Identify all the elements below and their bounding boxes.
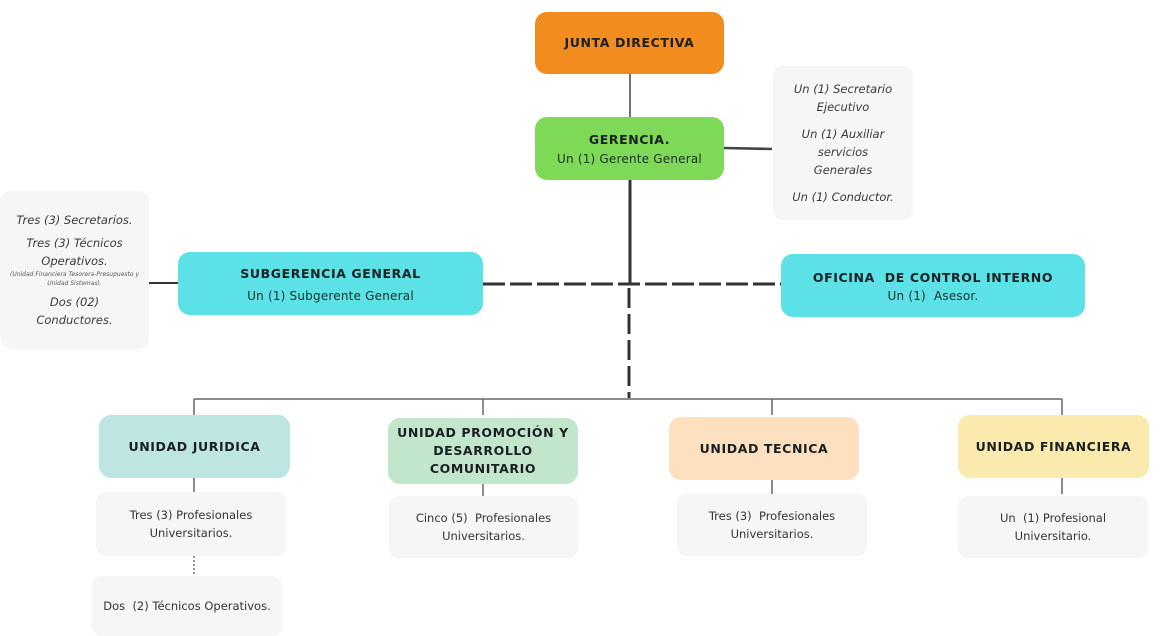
unidad-promocion-staff: Cinco (5) Profesionales Universitarios. (389, 496, 578, 558)
unidad-juridica-box[interactable]: UNIDAD JURIDICA (99, 415, 290, 478)
junta-directiva-title: JUNTA DIRECTIVA (564, 35, 695, 50)
gerencia-title: GERENCIA. (588, 132, 671, 147)
control-interno-box[interactable]: OFICINA DE CONTROL INTERNO Un (1) Asesor… (781, 254, 1085, 317)
unidad-financiera-title: UNIDAD FINANCIERA (975, 438, 1132, 454)
unidad-tecnica-title: UNIDAD TECNICA (699, 440, 829, 456)
unidad-juridica-extra-text: Dos (2) Técnicos Operativos. (103, 599, 271, 613)
subgerencia-box[interactable]: SUBGERENCIA GENERAL Un (1) Subgerente Ge… (178, 252, 483, 315)
unidad-financiera-box[interactable]: UNIDAD FINANCIERA (958, 415, 1149, 478)
subgerencia-staff-secretarios: Tres (3) Secretarios. (16, 213, 133, 227)
unidad-juridica-staff-text: Tres (3) Profesionales Universitarios. (129, 508, 253, 540)
unidad-tecnica-staff: Tres (3) Profesionales Universitarios. (677, 494, 867, 556)
unidad-juridica-title: UNIDAD JURIDICA (128, 438, 261, 454)
unidad-juridica-extra: Dos (2) Técnicos Operativos. (92, 576, 282, 636)
subgerencia-title: SUBGERENCIA GENERAL (240, 265, 421, 281)
gerencia-staff-item: Un (1) Conductor. (792, 190, 894, 204)
unidad-promocion-title: UNIDAD PROMOCIÓN Y DESARROLLO COMUNITARI… (397, 425, 569, 476)
unidad-tecnica-staff-text: Tres (3) Profesionales Universitarios. (708, 509, 839, 541)
subgerencia-staff-conductores: Dos (02) Conductores. (36, 295, 113, 327)
control-interno-subtitle: Un (1) Asesor. (887, 288, 979, 303)
gerencia-staff-item: Un (1) Secretario Ejecutivo (793, 82, 893, 114)
unidad-promocion-staff-text: Cinco (5) Profesionales Universitarios. (415, 511, 555, 543)
subgerencia-staff-note: Tres (3) Secretarios. Tres (3) Técnicos … (0, 191, 149, 349)
gerencia-staff-note: Un (1) Secretario Ejecutivo Un (1) Auxil… (773, 66, 913, 220)
gerencia-box[interactable]: GERENCIA. Un (1) Gerente General (535, 117, 724, 180)
connector-gerencia-staff (723, 146, 773, 151)
unidad-promocion-box[interactable]: UNIDAD PROMOCIÓN Y DESARROLLO COMUNITARI… (388, 418, 578, 484)
unidad-juridica-staff: Tres (3) Profesionales Universitarios. (96, 492, 286, 556)
subgerencia-staff-tecnicos-note: (Unidad Financiera Tesorera-Presupuesto … (9, 271, 139, 287)
unidad-tecnica-box[interactable]: UNIDAD TECNICA (669, 417, 859, 480)
unidad-financiera-staff: Un (1) Profesional Universitario. (958, 496, 1148, 558)
control-interno-title: OFICINA DE CONTROL INTERNO (812, 269, 1054, 285)
subgerencia-subtitle: Un (1) Subgerente General (247, 288, 414, 303)
gerencia-subtitle: Un (1) Gerente General (557, 152, 702, 166)
unidad-financiera-staff-text: Un (1) Profesional Universitario. (999, 511, 1110, 543)
junta-directiva-box[interactable]: JUNTA DIRECTIVA (535, 12, 724, 74)
gerencia-staff-item: Un (1) Auxiliar servicios Generales (801, 127, 885, 177)
subgerencia-staff-tecnicos: Tres (3) Técnicos Operativos. (26, 236, 123, 268)
